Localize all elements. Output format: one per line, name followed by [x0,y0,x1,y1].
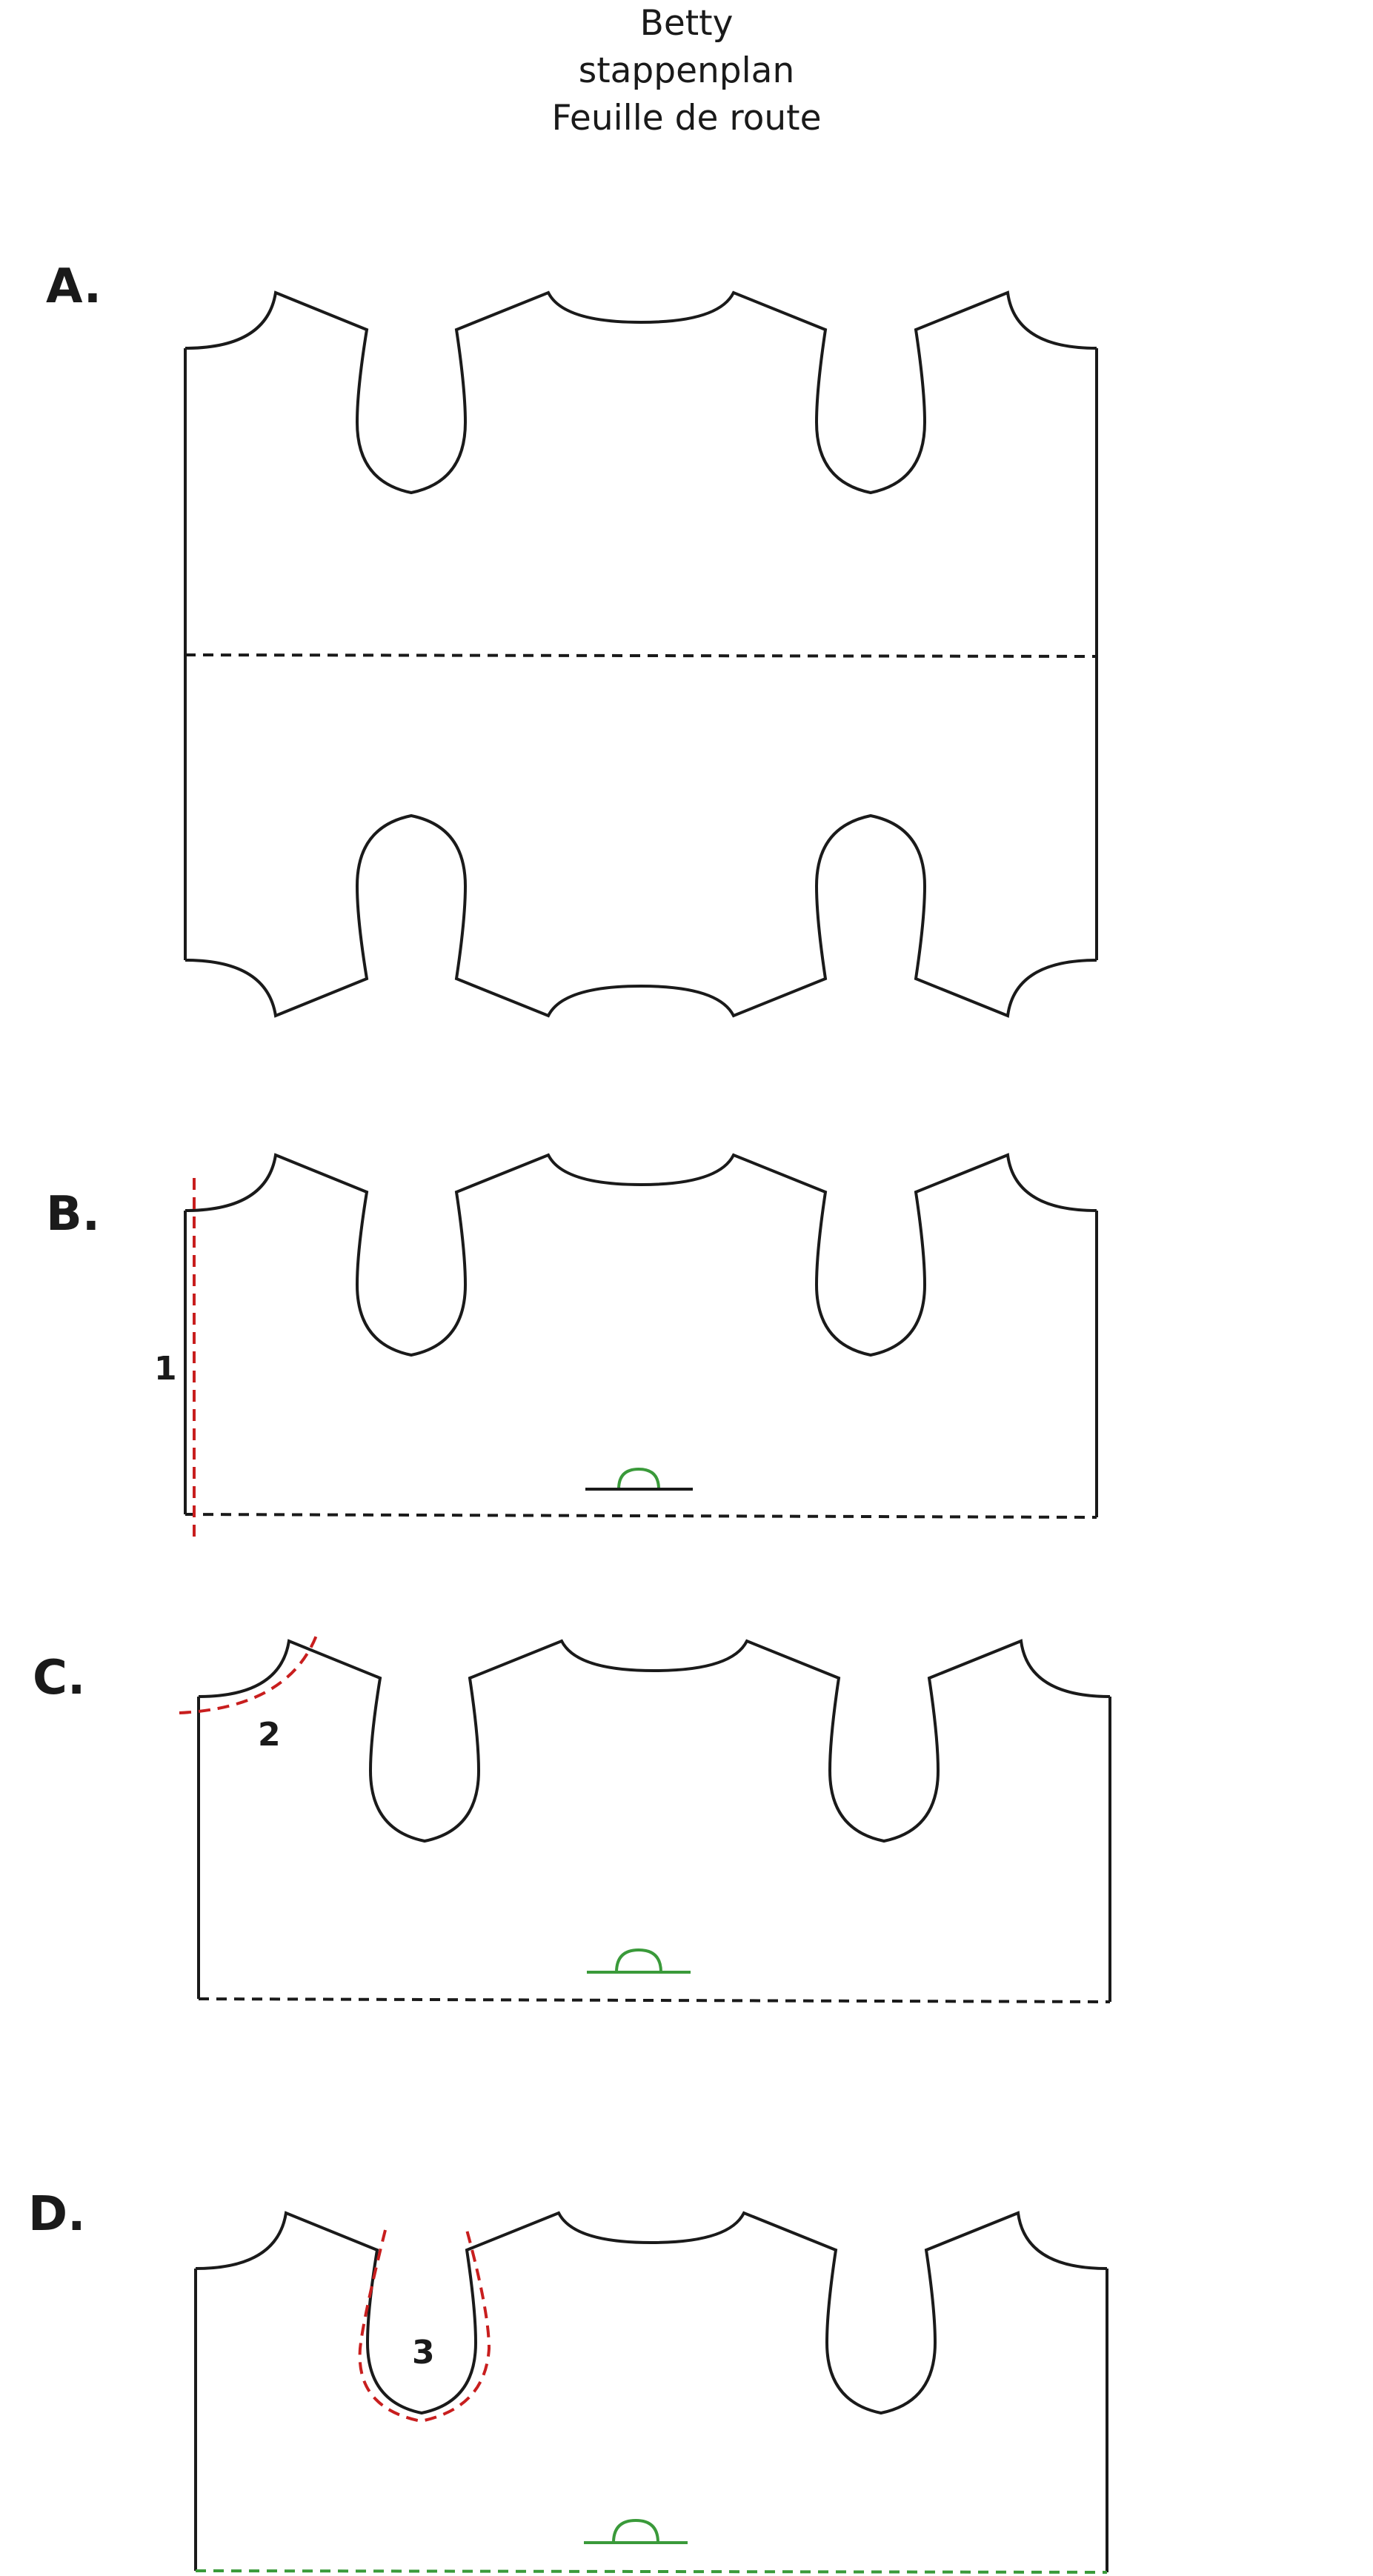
step-number-3: 3 [412,2334,435,2372]
pattern-a-top-edge [184,291,1098,494]
fold-marker-icon [582,2519,689,2544]
diagram-b: 1 [154,1154,1098,1541]
pattern-d-fold-line [195,2569,1108,2574]
pattern-c-top-edge [197,1640,1111,1843]
step-number-2: 2 [258,1716,281,1754]
step-label-a: A. [46,259,102,314]
pattern-c-fold-line [198,1997,1111,2003]
pattern-a-fold-line [184,653,1097,658]
pattern-a-bottom-edge [184,814,1098,1017]
pattern-b-fold-line [184,1513,1097,1519]
subtitle-french: Feuille de route [551,98,822,139]
fold-marker-icon [617,1467,660,1490]
diagram-c: 2 [179,1633,1111,2003]
step-number-1: 1 [154,1350,177,1388]
fold-marker-icon [585,1948,692,1974]
title: Betty [639,3,734,44]
title-block: Betty stappenplan Feuille de route [0,0,1373,142]
sleeve-opening-highlight [358,2229,491,2423]
pattern-d-top-edge [194,2211,1108,2414]
diagram-a [184,291,1098,1017]
pattern-b-top-edge [184,1154,1098,1357]
diagram-d: 3 [194,2211,1108,2574]
step-label-d: D. [28,2187,86,2242]
armhole-highlight [179,1633,319,1714]
subtitle-dutch: stappenplan [578,50,795,91]
step-label-c: C. [33,1651,86,1705]
step-label-b: B. [46,1187,101,1242]
